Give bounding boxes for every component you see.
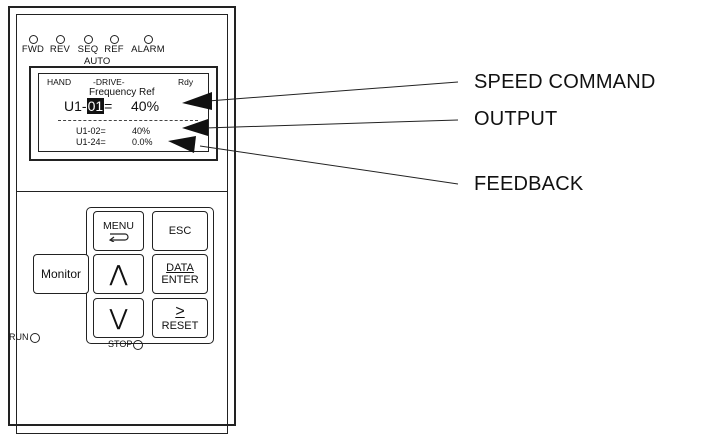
lcd-mode: HAND (47, 77, 72, 87)
reset-key-label: RESET (161, 320, 199, 332)
led-seq: SEQ (76, 35, 100, 55)
run-led-icon (29, 332, 40, 343)
lcd-status: Rdy (178, 77, 194, 87)
monitor-key-label: Monitor (40, 267, 81, 281)
data-enter-key[interactable]: DATA ENTER (152, 254, 208, 294)
run-indicator: RUN (9, 332, 40, 343)
led-alarm-label: ALARM (131, 44, 165, 55)
callout-arrows (168, 81, 459, 185)
menu-key-label: MENU (103, 219, 134, 232)
led-ref: REF (102, 35, 126, 55)
output-label: OUTPUT (474, 108, 558, 130)
return-arrow-icon (108, 232, 129, 242)
lcd-title: Frequency Ref (89, 87, 155, 98)
reset-key[interactable]: > RESET (152, 298, 208, 338)
run-label: RUN (9, 332, 29, 342)
lcd-screen (38, 73, 209, 152)
stop-label: STOP (108, 339, 133, 349)
led-alarm-icon (143, 35, 153, 44)
led-alarm: ALARM (128, 35, 168, 55)
data-key-label: DATA (166, 262, 194, 274)
lcd-line3-label: U1-24= (76, 137, 106, 147)
lcd-line2-value: 40% (132, 126, 151, 136)
display-section (16, 14, 228, 192)
monitor-key[interactable]: Monitor (33, 254, 89, 294)
led-seq-icon (83, 35, 93, 44)
down-arrow-icon: ⋁ (109, 305, 128, 330)
led-fwd-label: FWD (21, 44, 45, 55)
right-arrow-icon: > (175, 303, 185, 320)
lcd-main-value: 40% (131, 98, 160, 114)
down-key[interactable]: ⋁ (93, 298, 144, 338)
led-fwd: FWD (21, 35, 45, 55)
menu-key[interactable]: MENU (93, 211, 144, 251)
led-seq-label: SEQ (77, 44, 99, 55)
lcd-main-eq: = (104, 98, 113, 114)
lcd-separator (58, 120, 198, 121)
output-arrowhead (182, 119, 208, 136)
stop-indicator: STOP (108, 339, 144, 350)
speed-command-line (207, 81, 459, 102)
up-arrow-icon: ⋀ (109, 261, 128, 286)
speed-command-label: SPEED COMMAND (474, 71, 656, 93)
lcd-main-prefix: U1- (64, 98, 87, 114)
up-key[interactable]: ⋀ (93, 254, 144, 294)
led-rev-label: REV (49, 44, 71, 55)
feedback-label: FEEDBACK (474, 173, 584, 195)
led-rev-icon (55, 35, 65, 44)
auto-label: AUTO (84, 56, 111, 67)
led-ref-icon (109, 35, 119, 44)
led-rev: REV (48, 35, 72, 55)
lcd-main-highlight: 01 (86, 98, 105, 114)
lcd-line2-label: U1-02= (76, 126, 106, 136)
esc-key[interactable]: ESC (152, 211, 208, 251)
output-line (204, 119, 459, 129)
lcd-line3-value: 0.0% (132, 137, 153, 147)
led-ref-label: REF (104, 44, 124, 55)
speed-command-arrowhead (182, 92, 212, 110)
enter-key-label: ENTER (161, 274, 199, 286)
feedback-arrowhead (168, 136, 196, 153)
esc-key-label: ESC (168, 225, 192, 237)
led-fwd-icon (28, 35, 38, 44)
feedback-line (199, 145, 459, 185)
lcd-main-line: U1-01= (64, 98, 112, 114)
lcd-drive: -DRIVE- (93, 77, 125, 87)
stop-led-icon (133, 339, 144, 350)
